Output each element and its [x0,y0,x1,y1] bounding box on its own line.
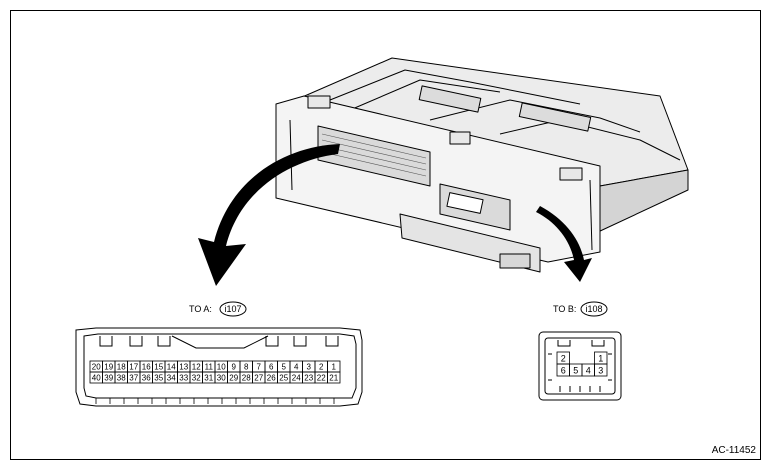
connector-a-pin-number: 26 [267,374,276,383]
connector-a-pin-number: 22 [317,374,326,383]
connector-a-label: TO A: [189,304,212,314]
connector-a-code-oval [219,301,247,317]
connector-a-pin-number: 37 [129,374,138,383]
connector-a-pin-number: 32 [192,374,201,383]
connector-a-pin-number: 27 [254,374,263,383]
connector-a-pin-number: 16 [142,363,151,372]
connector-a-pin-number: 6 [269,363,274,372]
connector-a-pin-number: 5 [282,363,287,372]
connector-a-pin-number: 18 [117,363,126,372]
connector-a-pin-number: 4 [294,363,299,372]
connector-a-pin-number: 35 [154,374,163,383]
connector-b-pin-number: 1 [598,354,603,364]
connector-b-pin-number: 2 [561,354,566,364]
connector-b-pin-number: 6 [561,366,566,376]
connector-a-pin-number: 20 [92,363,101,372]
connector-a-pin-cell [327,371,341,384]
control-module [275,57,689,273]
connector-a-pin-number: 29 [229,374,238,383]
connector-b-outer-housing [538,331,622,401]
connector-b-pin-number: 5 [573,366,578,376]
connector-a-inner-housing [83,333,357,399]
connector-a [75,327,363,407]
connector-a-pin-number: 38 [117,374,126,383]
connector-a-pin-number: 33 [179,374,188,383]
connector-a-pin-number: 7 [257,363,262,372]
connector-a-pin-number: 10 [217,363,226,372]
connector-b-label-group: TO B: i108 [553,301,608,317]
connector-a-pin-number: 17 [129,363,138,372]
connector-a-code: i107 [224,304,241,314]
connector-b-pin-number: 3 [598,366,603,376]
connector-a-pin-number: 11 [205,363,214,372]
connector-a-pin-number: 30 [217,374,226,383]
connector-b-inner-housing [544,337,616,395]
connector-b-pin-cell [594,363,608,377]
connector-b-code: i108 [585,304,602,314]
connector-a-pin-number: 8 [244,363,249,372]
connector-a-pin-number: 3 [307,363,312,372]
connector-b-label: TO B: [553,304,576,314]
arrow-to-connector-b [536,206,592,282]
connector-a-pin-number: 13 [179,363,188,372]
connector-a-pin-number: 31 [204,374,213,383]
connector-a-pin-number: 25 [279,374,288,383]
connector-b-pin-number: 4 [586,366,591,376]
connector-a-pin-number: 24 [292,374,301,383]
connector-b [538,331,622,401]
connector-a-pin-number: 9 [232,363,237,372]
arrow-to-connector-a [198,144,340,286]
connector-a-label-group: TO A: i107 [189,301,247,317]
connector-a-pin-number: 23 [304,374,313,383]
connector-a-pin-number: 15 [154,363,163,372]
connector-a-pin-number: 14 [167,363,176,372]
connector-a-pin-number: 36 [142,374,151,383]
figure-id: AC-11452 [712,445,757,456]
connector-a-pin-number: 19 [104,363,113,372]
connector-a-pin-number: 40 [92,374,101,383]
connector-a-pin-number: 39 [104,374,113,383]
connector-a-pin-number: 21 [329,374,338,383]
diagram-frame [10,10,761,460]
connector-a-pin-number: 1 [332,363,337,372]
connector-a-outer-housing [75,327,363,407]
connector-a-pin-number: 12 [192,363,201,372]
connector-a-pin-number: 2 [319,363,324,372]
connector-a-pin-number: 28 [242,374,251,383]
connector-a-bottom-ribs [95,398,335,404]
connector-a-pin-number: 34 [167,374,176,383]
connector-b-code-oval [580,301,608,317]
